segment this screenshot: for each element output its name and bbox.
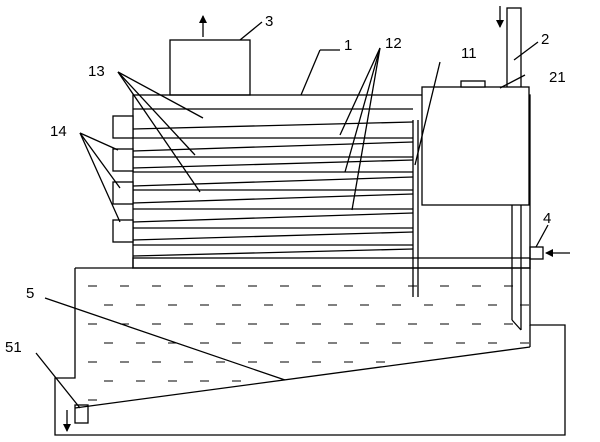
leader-13c bbox=[117, 71, 201, 193]
box-21-outer bbox=[421, 86, 530, 206]
label-3: 3 bbox=[265, 13, 273, 30]
box-21 bbox=[421, 80, 530, 206]
leader-21 bbox=[499, 74, 526, 89]
leader-14c bbox=[79, 132, 121, 223]
leader-13a bbox=[117, 71, 204, 119]
sloped-bottom bbox=[74, 346, 531, 409]
leader-14a bbox=[79, 132, 119, 151]
divider-rod-11 bbox=[412, 120, 419, 297]
leader-14b bbox=[79, 132, 121, 189]
burner-1 bbox=[112, 115, 134, 139]
reference-numerals: 1 2 3 4 5 11 12 13 14 21 51 bbox=[5, 13, 566, 356]
leader-1 bbox=[300, 49, 321, 96]
lower-step-band bbox=[132, 257, 531, 269]
tube-taper bbox=[132, 248, 414, 257]
tube-taper bbox=[132, 121, 414, 130]
leader-3 bbox=[239, 21, 263, 41]
burner-3 bbox=[112, 181, 134, 205]
leader-12b bbox=[344, 47, 381, 173]
label-5: 5 bbox=[26, 285, 34, 302]
label-12: 12 bbox=[385, 35, 402, 52]
burner-group-14 bbox=[112, 115, 134, 243]
tube-taper bbox=[132, 176, 414, 187]
leader-13b bbox=[117, 71, 196, 156]
inlet-4-block bbox=[529, 246, 544, 260]
leader-12c bbox=[351, 47, 381, 211]
top-box bbox=[169, 39, 251, 96]
box-21-cap bbox=[460, 80, 486, 88]
leader-12a bbox=[339, 47, 381, 136]
tube-taper bbox=[132, 159, 414, 169]
drain-51-valve bbox=[74, 404, 89, 424]
label-2: 2 bbox=[541, 31, 549, 48]
leader-lines bbox=[35, 21, 549, 409]
label-11: 11 bbox=[461, 45, 477, 62]
tank-outline bbox=[54, 268, 566, 436]
tube-taper bbox=[132, 141, 414, 152]
inlet-4 bbox=[529, 246, 570, 260]
leader-51 bbox=[35, 352, 81, 409]
leader-2 bbox=[513, 41, 539, 61]
liquid-dashes bbox=[88, 285, 529, 401]
tube-taper bbox=[132, 212, 414, 223]
drain-51 bbox=[63, 404, 89, 432]
burner-2 bbox=[112, 148, 134, 172]
leader-11 bbox=[414, 61, 441, 166]
top-box-3 bbox=[169, 15, 251, 96]
tube-taper bbox=[132, 231, 414, 241]
label-14: 14 bbox=[50, 123, 67, 140]
lower-tank bbox=[54, 268, 566, 436]
label-4: 4 bbox=[543, 210, 551, 227]
tube-bank bbox=[132, 108, 414, 257]
burner-4 bbox=[112, 219, 134, 243]
label-21: 21 bbox=[549, 69, 566, 86]
label-1: 1 bbox=[344, 37, 352, 54]
leader-5 bbox=[44, 297, 286, 381]
label-13: 13 bbox=[88, 63, 105, 80]
tube-taper bbox=[132, 193, 414, 204]
label-51: 51 bbox=[5, 339, 22, 356]
pipe-tip bbox=[511, 319, 522, 331]
leader-4 bbox=[535, 224, 549, 248]
